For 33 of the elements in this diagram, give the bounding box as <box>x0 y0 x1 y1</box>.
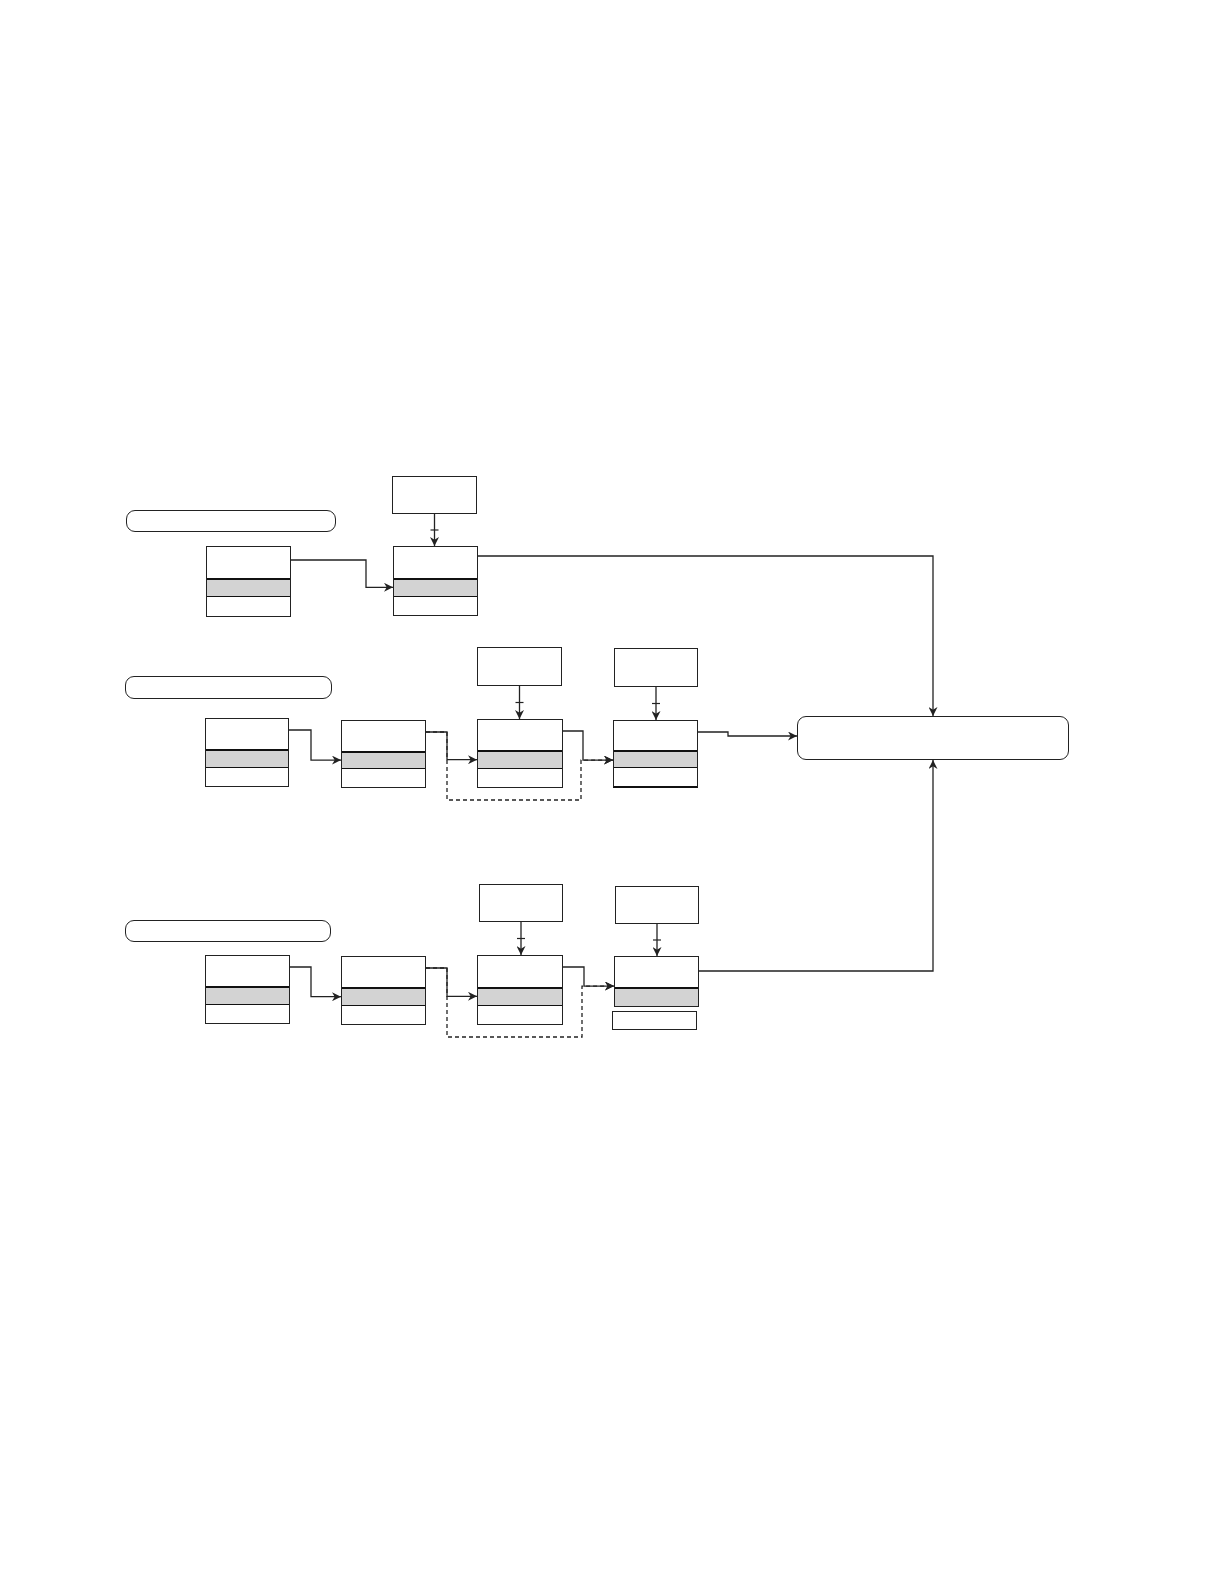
rounded-bar <box>126 510 336 532</box>
arrow <box>698 759 938 972</box>
arrow <box>288 729 342 765</box>
stacked-box <box>205 955 290 1024</box>
process-box <box>614 648 698 687</box>
rounded-bar <box>125 676 332 699</box>
process-box <box>479 884 563 922</box>
small-box <box>612 1011 697 1030</box>
stacked-box <box>341 956 426 1025</box>
process-box <box>615 886 699 924</box>
rounded-bar <box>125 920 331 942</box>
stacked-box <box>205 718 289 787</box>
stacked-box <box>613 720 698 788</box>
arrow <box>289 966 342 1002</box>
arrow <box>477 555 938 717</box>
process-box <box>477 647 562 686</box>
arrow <box>430 513 439 547</box>
arrow <box>651 686 661 721</box>
stacked-box <box>477 955 563 1025</box>
arrow <box>697 731 798 741</box>
stacked-box <box>614 956 699 1007</box>
stacked-box <box>341 720 426 788</box>
stacked-box <box>206 546 291 617</box>
process-box <box>392 476 477 514</box>
dashed-arrow <box>425 967 615 1038</box>
arrow <box>515 685 524 720</box>
stacked-box <box>393 546 478 616</box>
arrow <box>652 923 662 957</box>
arrow <box>290 559 394 592</box>
rounded-box <box>797 716 1069 760</box>
arrow <box>516 921 526 956</box>
dashed-arrow <box>425 731 614 801</box>
stacked-box <box>477 719 563 788</box>
